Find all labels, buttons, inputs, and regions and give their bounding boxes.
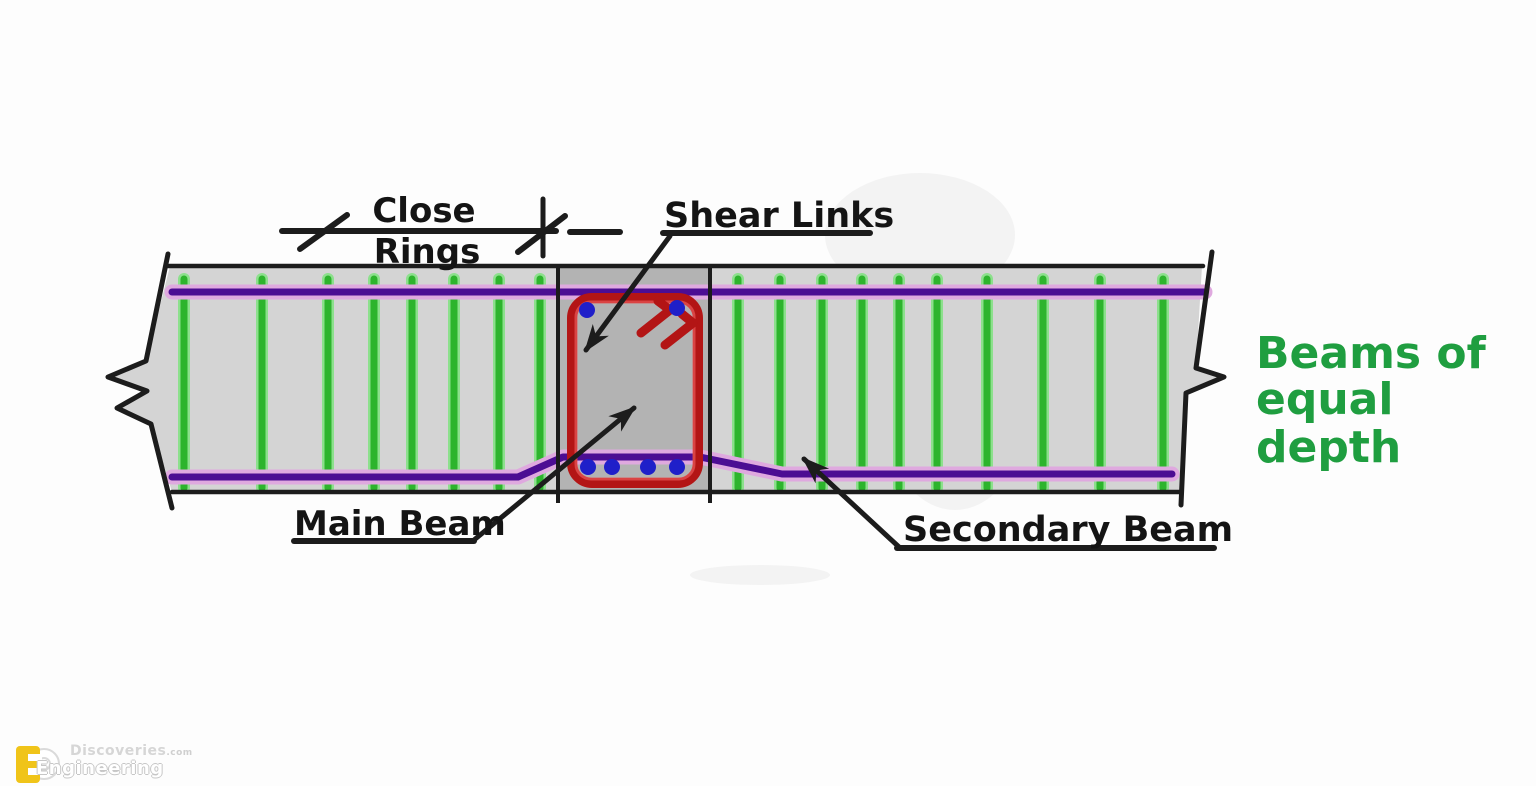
main-beam-label: Main Beam [294,504,506,544]
note-line1: Beams of [1256,328,1487,379]
rebar-dot [669,300,685,316]
main-beam-callout [291,405,637,544]
dimension-tick-right [515,213,568,255]
rebar-dot [604,459,620,475]
rebar-dot [579,302,595,318]
note-line3: depth [1256,422,1401,473]
rebar-dot [640,459,656,475]
equal-depth-note: Beams of equal depth [1256,328,1487,473]
secondary-beam-label: Secondary Beam [903,510,1233,550]
rebar-dot [580,459,596,475]
logo-text-engineering: Engineering [36,758,164,779]
green-stirrup-lines [178,273,1169,494]
right-break-line [1178,249,1227,508]
left-break-line [105,251,175,511]
dimension-tick-left [297,212,350,252]
rebar-dots [579,300,685,475]
logo-text-discoveries: Discoveries.com [70,743,193,759]
logo-mark-icon [16,746,60,783]
close-rings-label-line2: Rings [374,232,481,272]
stirrup-hook-icon [660,309,698,350]
rebar-dot [669,459,685,475]
watermark-logo: Discoveries.com Engineering [14,742,244,786]
note-line2: equal [1256,374,1393,425]
shear-links-callout [583,230,873,353]
close-rings-dimension [279,196,623,259]
secondary-beam-callout [801,456,1217,551]
shear-links-label: Shear Links [664,196,894,236]
bottom-rebar [164,449,1180,485]
shear-link-stirrup [567,293,703,488]
close-rings-label-line1: Close [372,191,475,231]
